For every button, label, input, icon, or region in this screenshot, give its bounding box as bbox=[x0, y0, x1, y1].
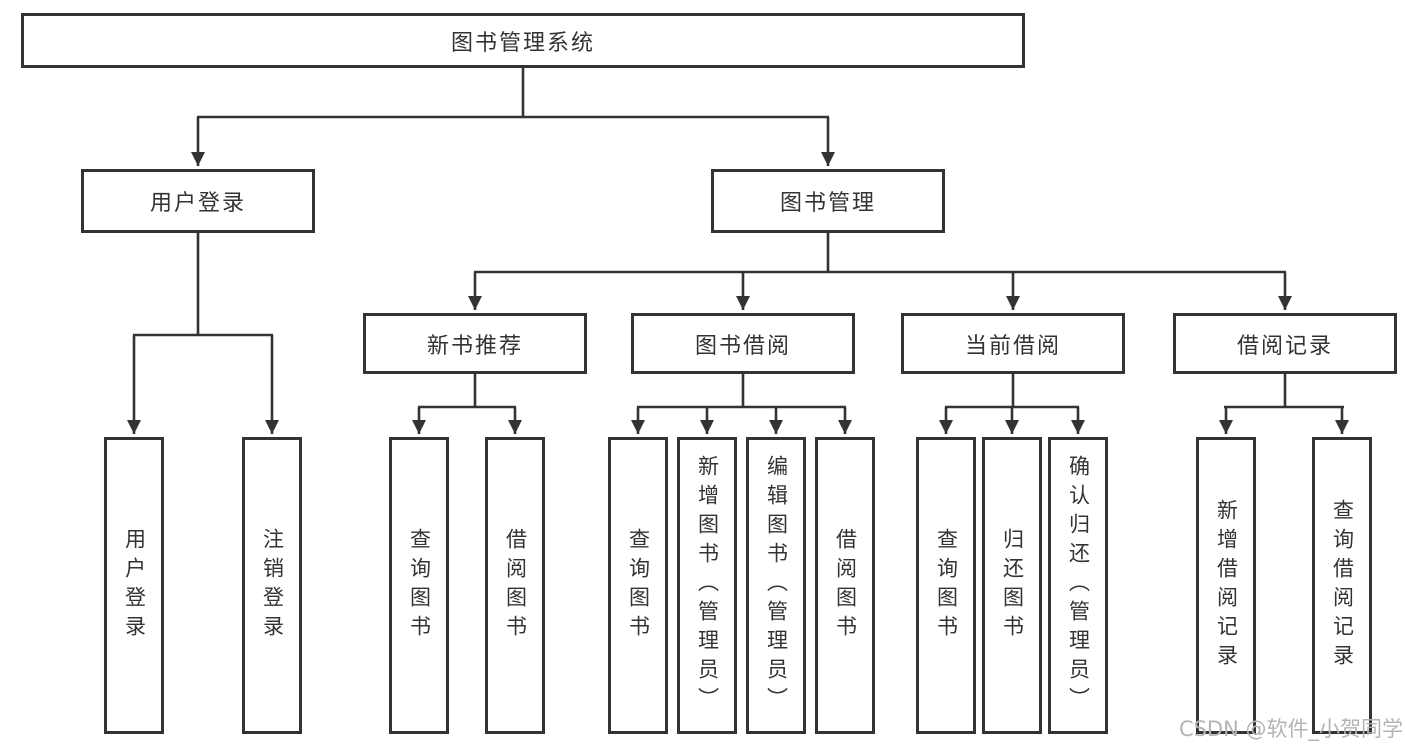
connector-book-management-to-level3 bbox=[468, 233, 1292, 310]
node-library-management-system: 图书管理系统 bbox=[21, 13, 1025, 68]
node-label: 新书推荐 bbox=[426, 333, 523, 359]
connector-user-login-to-leaves bbox=[127, 233, 279, 434]
leaf-bb-borrow-books: 借阅图书 bbox=[815, 437, 875, 734]
node-borrowing-records: 借阅记录 bbox=[1173, 313, 1397, 374]
node-current-borrowing: 当前借阅 bbox=[901, 313, 1125, 374]
connector-root-to-level2 bbox=[191, 68, 835, 166]
node-label: 用户登录 bbox=[149, 191, 246, 216]
leaf-nbr-borrow-books: 借阅图书 bbox=[485, 437, 545, 734]
node-label: 新增借阅记录 bbox=[1214, 498, 1239, 673]
node-label: 查询图书 bbox=[407, 527, 432, 644]
leaf-cb-query-books: 查询图书 bbox=[916, 437, 976, 734]
leaf-bb-edit-books-admin: 编辑图书（管理员） bbox=[746, 437, 806, 734]
node-label: 查询图书 bbox=[934, 527, 959, 644]
node-label: 借阅图书 bbox=[503, 527, 528, 644]
connector-new-book-recommendation-to-leaves bbox=[412, 374, 522, 434]
node-label: 查询图书 bbox=[626, 527, 651, 644]
node-label: 借阅记录 bbox=[1236, 333, 1333, 359]
node-new-book-recommendation: 新书推荐 bbox=[363, 313, 587, 374]
watermark: CSDN @软件_小贺同学 bbox=[1178, 717, 1403, 741]
node-label: 当前借阅 bbox=[964, 333, 1061, 359]
connector-current-borrowing-to-leaves bbox=[939, 374, 1085, 434]
leaf-logout: 注销登录 bbox=[242, 437, 302, 734]
node-label: 借阅图书 bbox=[833, 527, 858, 644]
leaf-br-query-borrow-record: 查询借阅记录 bbox=[1312, 437, 1372, 734]
node-label: 查询借阅记录 bbox=[1330, 498, 1355, 673]
leaf-cb-return-books: 归还图书 bbox=[982, 437, 1042, 734]
leaf-user-login: 用户登录 bbox=[104, 437, 164, 734]
node-book-borrowing: 图书借阅 bbox=[631, 313, 855, 374]
node-label: 图书管理系统 bbox=[450, 30, 595, 56]
node-label: 编辑图书（管理员） bbox=[764, 455, 789, 716]
connector-borrowing-records-to-leaves bbox=[1219, 374, 1349, 434]
node-label: 归还图书 bbox=[1000, 527, 1025, 644]
leaf-nbr-query-books: 查询图书 bbox=[389, 437, 449, 734]
leaf-br-add-borrow-record: 新增借阅记录 bbox=[1196, 437, 1256, 734]
node-book-management: 图书管理 bbox=[711, 169, 945, 233]
connector-book-borrowing-to-leaves bbox=[631, 374, 852, 434]
leaf-bb-query-books: 查询图书 bbox=[608, 437, 668, 734]
node-label: 确认归还（管理员） bbox=[1066, 455, 1091, 716]
node-label: 新增图书（管理员） bbox=[695, 455, 720, 716]
node-label: 用户登录 bbox=[122, 527, 147, 644]
node-label: 图书管理 bbox=[779, 191, 876, 216]
node-label: 注销登录 bbox=[260, 527, 285, 644]
leaf-bb-add-books-admin: 新增图书（管理员） bbox=[677, 437, 737, 734]
leaf-cb-confirm-return-admin: 确认归还（管理员） bbox=[1048, 437, 1108, 734]
node-user-login: 用户登录 bbox=[81, 169, 315, 233]
node-label: 图书借阅 bbox=[694, 333, 791, 359]
